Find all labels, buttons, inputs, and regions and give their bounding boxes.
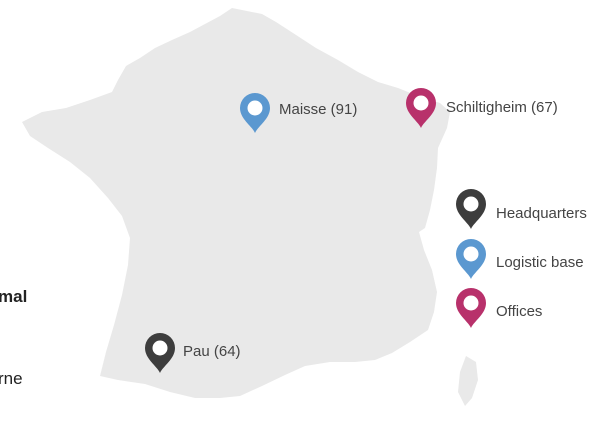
- location-label-maisse: Maisse (91): [279, 101, 358, 118]
- legend-label-offices: Offices: [496, 303, 543, 320]
- location-label-pau: Pau (64): [183, 343, 241, 360]
- map-pin-icon[interactable]: [406, 88, 436, 128]
- legend-label-logistic: Logistic base: [496, 254, 584, 271]
- legend-pin-icon[interactable]: [456, 239, 486, 279]
- location-label-schiltigheim: Schiltigheim (67): [446, 99, 558, 116]
- legend-pin-icon[interactable]: [456, 189, 486, 229]
- legend-pin-icon[interactable]: [456, 288, 486, 328]
- cropped-heading-fragment: mal: [0, 287, 28, 306]
- legend-label-headquarters: Headquarters: [496, 205, 587, 222]
- cropped-text-fragment: rne: [0, 369, 23, 388]
- corsica-shape: [458, 356, 478, 406]
- map-pin-icon[interactable]: [240, 93, 270, 133]
- map-pin-icon[interactable]: [145, 333, 175, 373]
- france-map-shape: [22, 8, 450, 398]
